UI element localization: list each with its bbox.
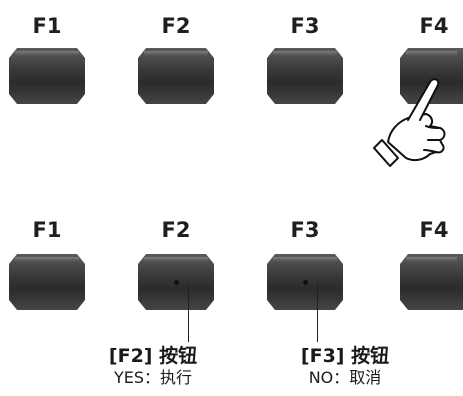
top-f2-button[interactable]	[138, 48, 214, 104]
f2-leader-line	[188, 283, 189, 342]
f2-caption: [F2] 按钮 YES：执行	[78, 344, 228, 388]
bottom-f4-button[interactable]	[400, 254, 463, 310]
bottom-label-f4: F4	[419, 218, 449, 242]
f2-caption-sub: YES：执行	[113, 368, 193, 387]
f3-caption-title: [F3] 按钮	[300, 345, 390, 367]
top-f3-button[interactable]	[267, 48, 343, 104]
pointing-hand-icon	[373, 78, 446, 167]
f3-marker-dot	[303, 280, 308, 285]
bottom-f1-button[interactable]	[9, 254, 85, 310]
bottom-label-f2: F2	[161, 218, 191, 242]
top-label-f4: F4	[419, 14, 449, 38]
bottom-label-f1: F1	[32, 218, 62, 242]
f2-marker-dot	[174, 280, 179, 285]
f2-caption-title: [F2] 按钮	[108, 345, 198, 367]
bottom-f2-button[interactable]	[138, 254, 214, 310]
f3-leader-line	[317, 283, 318, 342]
top-label-f3: F3	[290, 14, 320, 38]
f3-caption-sub: NO：取消	[308, 368, 382, 387]
bottom-label-f3: F3	[290, 218, 320, 242]
top-label-f1: F1	[32, 14, 62, 38]
bottom-f3-button[interactable]	[267, 254, 343, 310]
top-f1-button[interactable]	[9, 48, 85, 104]
f3-caption: [F3] 按钮 NO：取消	[270, 344, 420, 388]
top-label-f2: F2	[161, 14, 191, 38]
